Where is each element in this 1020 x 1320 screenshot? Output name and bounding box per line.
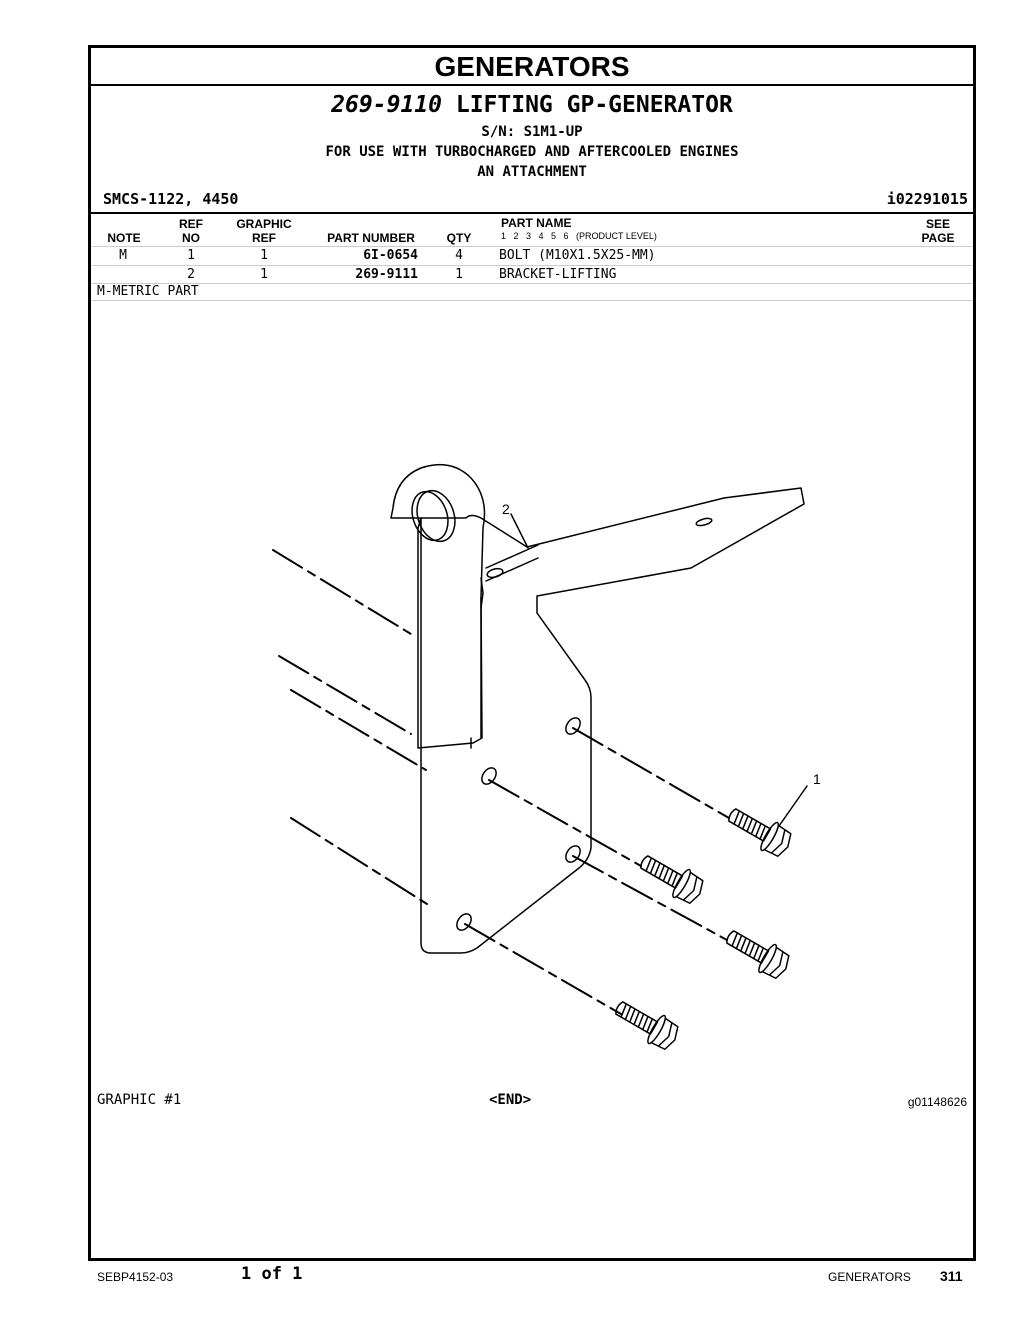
lifting-eye — [390, 463, 486, 749]
cell-part-name: BRACKET-LIFTING — [499, 267, 617, 282]
graphic-id: g01148626 — [907, 1095, 967, 1109]
page-of: 1 of 1 — [241, 1264, 303, 1284]
plate-hole — [565, 717, 581, 735]
col-ref-no: REF NO — [169, 217, 213, 245]
col-part-number: PART NUMBER — [327, 231, 415, 245]
usage-line-2: AN ATTACHMENT — [477, 164, 587, 180]
col-graphic-ref-line2: REF — [252, 231, 276, 245]
group-name: LIFTING GP-GENERATOR — [455, 92, 733, 118]
col-qty: QTY — [446, 231, 472, 245]
cell-ref-no: 2 — [187, 267, 195, 282]
group-number: 269-9110 — [331, 92, 442, 118]
footnote-row-rule — [91, 283, 973, 302]
smcs-code: SMCS-1122, 4450 — [103, 190, 239, 208]
page-number: 311 — [940, 1268, 963, 1284]
col-see-page-line1: SEE — [925, 217, 950, 231]
cell-part-name: BOLT (M10X1.5X25-MM) — [499, 248, 656, 263]
slot-left — [486, 567, 504, 579]
end-marker: <END> — [489, 1092, 532, 1108]
bolt-graphic — [728, 808, 792, 858]
table-bottom-rule — [91, 300, 973, 301]
bolt-graphic — [726, 930, 790, 980]
cell-graphic-ref: 1 — [260, 267, 268, 282]
plate-hole — [456, 913, 472, 931]
section-title: GENERATORS — [91, 48, 973, 86]
table-row: 2 1 269-9111 1 BRACKET-LIFTING — [91, 265, 973, 284]
slot-right — [695, 517, 713, 527]
header-rule — [91, 212, 973, 214]
usage-line-1: FOR USE WITH TURBOCHARGED AND AFTERCOOLE… — [325, 144, 739, 160]
cell-ref-no: 1 — [187, 248, 195, 263]
bolt-graphic — [615, 1001, 679, 1051]
doc-number: SEBP4152-03 — [97, 1270, 174, 1284]
illustration-id: i02291015 — [886, 190, 968, 208]
bolt-graphic — [640, 855, 704, 905]
cell-graphic-ref: 1 — [260, 248, 268, 263]
col-see-page: SEE PAGE — [913, 217, 963, 245]
serial-number: S/N: S1M1-UP — [481, 124, 583, 140]
footer-section: GENERATORS — [828, 1270, 911, 1284]
plate-hole — [565, 845, 581, 863]
col-graphic-ref: GRAPHIC REF — [229, 217, 299, 245]
graphic-caption: GRAPHIC #1 — [97, 1092, 182, 1108]
cell-qty: 4 — [455, 248, 463, 263]
col-ref-no-line2: NO — [182, 231, 200, 245]
cell-part-number: 269-9111 — [355, 267, 418, 282]
callout-2: 2 — [502, 501, 510, 517]
page-frame: GENERATORS 269-9110 LIFTING GP-GENERATOR… — [88, 45, 976, 1261]
leader-line-1 — [778, 785, 808, 827]
cell-qty: 1 — [455, 267, 463, 282]
col-ref-no-line1: REF — [179, 217, 203, 231]
bracket-lifting-outline — [420, 487, 805, 954]
leader-line-2 — [510, 513, 529, 549]
group-title: 269-9110 LIFTING GP-GENERATOR — [91, 92, 973, 118]
exploded-view-graphic: 2 1 — [272, 463, 821, 1051]
col-note: NOTE — [107, 231, 141, 245]
cell-note: M — [119, 248, 127, 263]
cell-part-number: 6I-0654 — [363, 248, 418, 263]
table-row: M 1 1 6I-0654 4 BOLT (M10X1.5X25-MM) — [91, 246, 973, 265]
col-graphic-ref-line1: GRAPHIC — [236, 217, 292, 231]
callout-1: 1 — [813, 771, 821, 787]
col-part-name: PART NAME — [501, 216, 572, 230]
product-levels: 1 2 3 4 5 6 (PRODUCT LEVEL) — [501, 231, 657, 241]
plate-hole — [481, 767, 497, 785]
footnote: M-METRIC PART — [97, 284, 199, 299]
col-see-page-line2: PAGE — [921, 231, 955, 245]
